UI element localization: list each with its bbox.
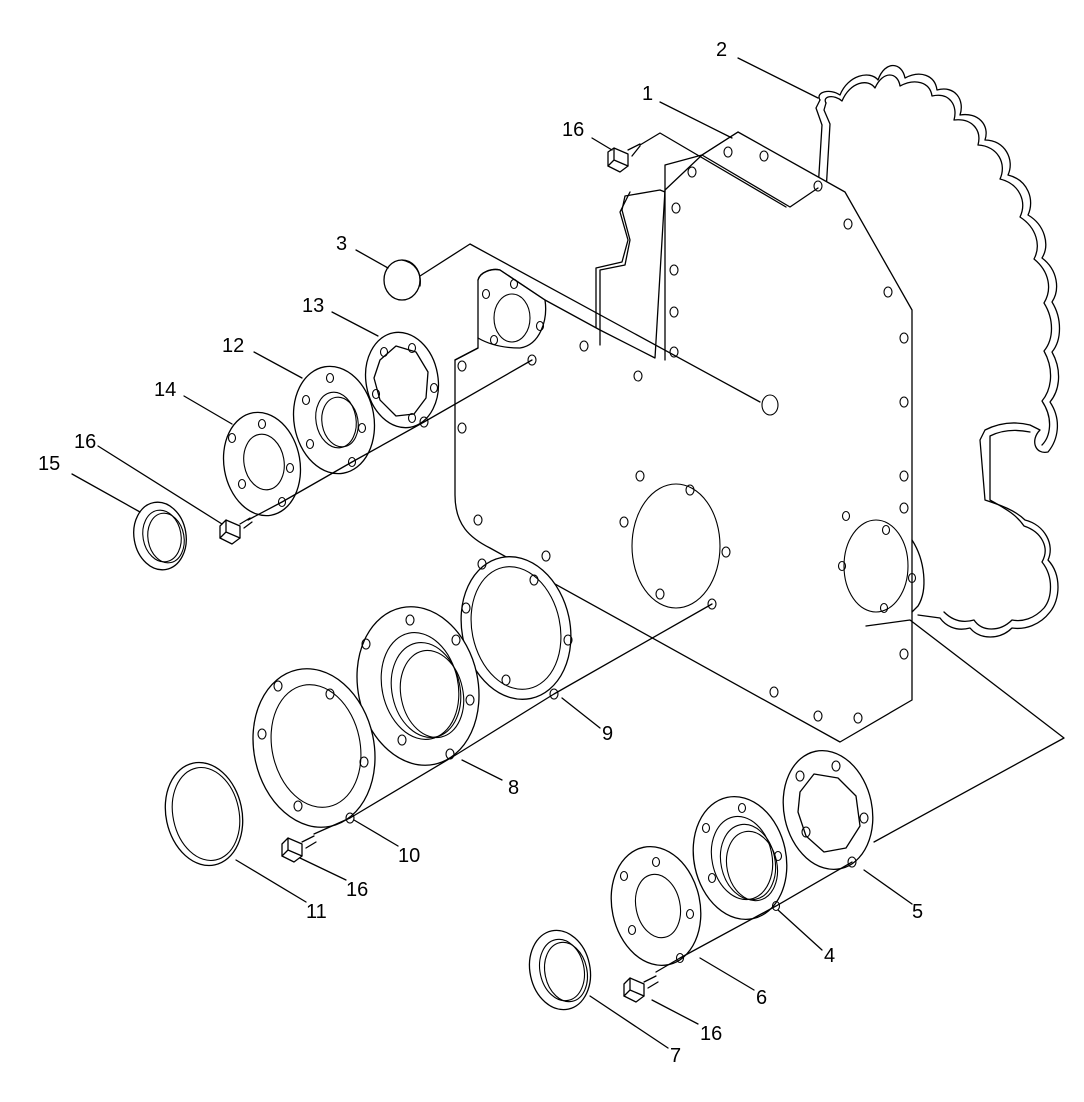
part-11-o-ring bbox=[164, 761, 244, 867]
callout-11: 11 bbox=[306, 901, 327, 923]
callout-12: 12 bbox=[222, 335, 244, 357]
part-9-gasket bbox=[460, 556, 573, 700]
part-7-oil-seal bbox=[528, 929, 592, 1011]
part-16-bolt-center bbox=[281, 835, 317, 863]
callout-5: 5 bbox=[912, 901, 923, 923]
part-8-seal-housing bbox=[356, 606, 480, 766]
callout-4: 4 bbox=[824, 945, 835, 967]
callout-labels: 1 2 3 4 5 6 7 8 9 10 11 12 13 14 15 16 1… bbox=[38, 39, 923, 1067]
leader-lines bbox=[71, 57, 913, 1049]
part-2-gasket bbox=[815, 64, 1061, 638]
part-13-gasket bbox=[364, 331, 440, 429]
callout-6: 6 bbox=[756, 987, 767, 1009]
callout-1: 1 bbox=[642, 83, 653, 105]
callout-13: 13 bbox=[302, 295, 324, 317]
callout-9: 9 bbox=[602, 723, 613, 745]
part-16-bolt-left bbox=[219, 517, 253, 545]
part-5-gasket bbox=[782, 749, 874, 871]
callout-16-top: 16 bbox=[562, 119, 584, 141]
callout-16-left: 16 bbox=[74, 431, 96, 453]
callout-7: 7 bbox=[670, 1045, 681, 1067]
axis-line-right bbox=[655, 861, 853, 973]
part-3-plug bbox=[383, 243, 761, 403]
axis-line-left bbox=[247, 359, 533, 521]
part-6-plate bbox=[610, 845, 702, 967]
part-14-plate bbox=[222, 411, 302, 517]
callout-2: 2 bbox=[716, 39, 727, 61]
callout-16-right: 16 bbox=[700, 1023, 722, 1045]
callout-16-center: 16 bbox=[346, 879, 368, 901]
callout-8: 8 bbox=[508, 777, 519, 799]
part-16-bolt-right bbox=[623, 975, 659, 1003]
part-1-front-cover bbox=[454, 131, 925, 743]
callout-15: 15 bbox=[38, 453, 60, 475]
part-12-seal-housing bbox=[292, 365, 376, 475]
cover-bolt-holes bbox=[457, 146, 909, 724]
part-4-seal-housing bbox=[692, 795, 788, 921]
axis-line-center bbox=[313, 603, 713, 835]
callout-3: 3 bbox=[336, 233, 347, 255]
leader-cover-to-right-stack bbox=[865, 619, 1065, 843]
callout-10: 10 bbox=[398, 845, 420, 867]
part-16-bolt-top bbox=[607, 132, 787, 208]
callout-14: 14 bbox=[154, 379, 176, 401]
part-10-plate bbox=[252, 668, 376, 828]
part-15-oil-seal bbox=[133, 501, 187, 571]
